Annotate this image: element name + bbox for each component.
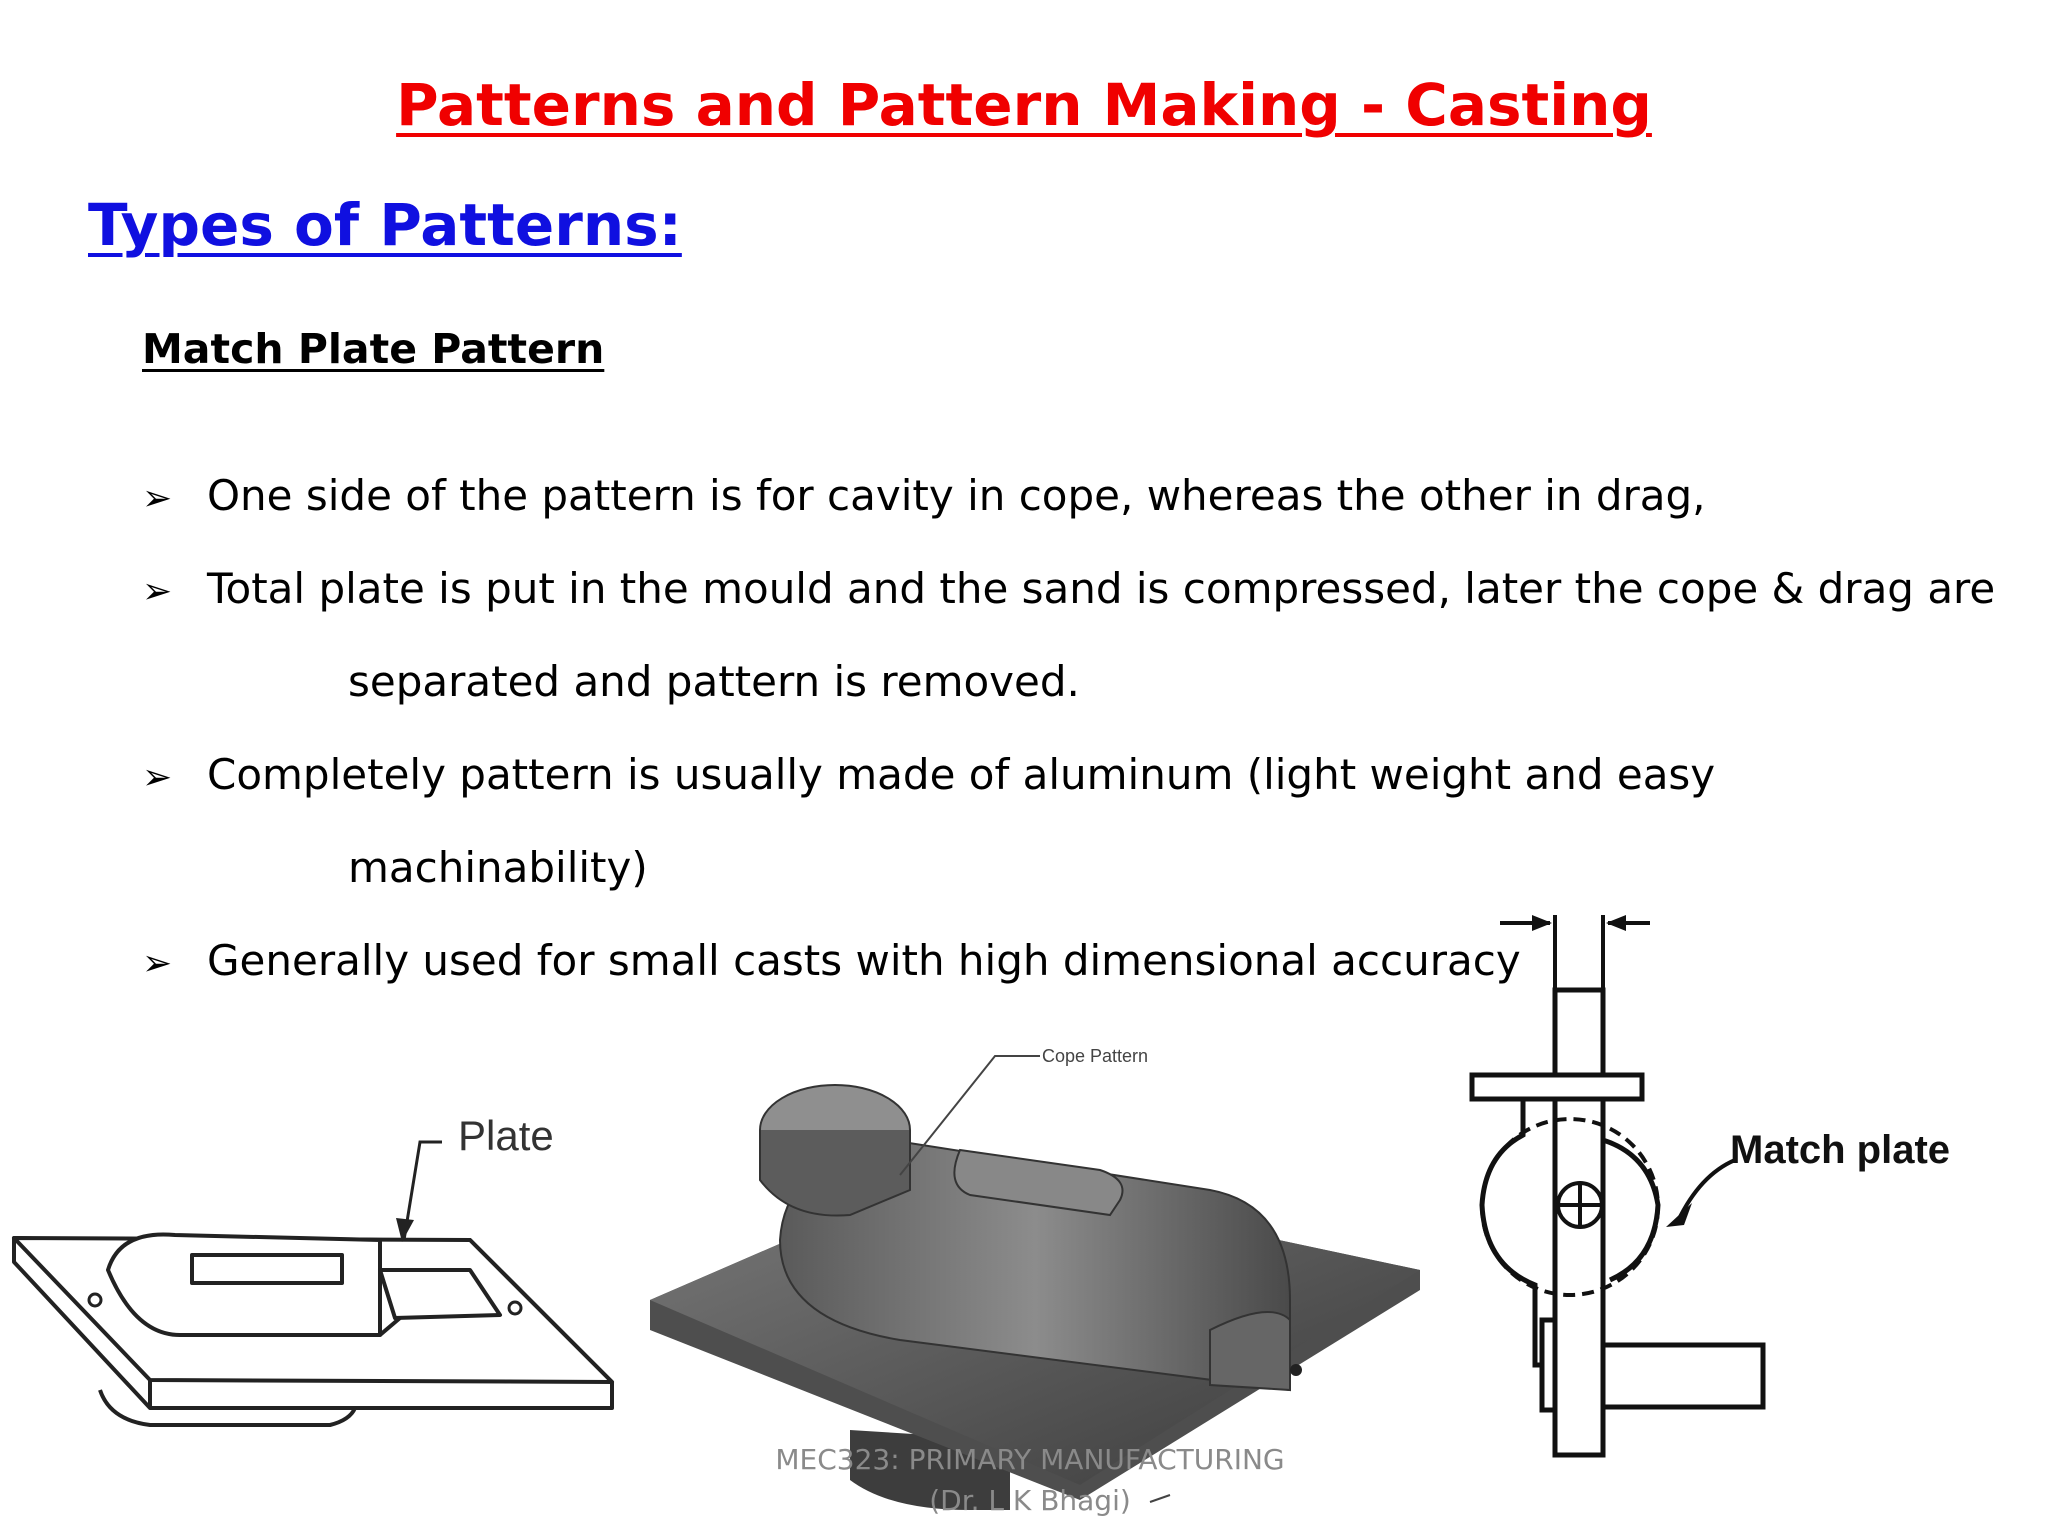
bullet-text: Generally used for small casts with high…: [207, 936, 1521, 985]
plate-label: Plate: [458, 1112, 554, 1159]
match-plate-drawing: Match plate: [1469, 915, 1950, 1458]
bullet-continuation: machinability): [348, 843, 648, 892]
bullet-continuation: separated and pattern is removed.: [348, 657, 1080, 706]
bullet-item: ➢ Total plate is put in the mould and the…: [142, 563, 1995, 618]
cope-pattern-label: Cope Pattern: [1042, 1046, 1148, 1066]
cope-pattern-drawing: Cope Pattern: [650, 1046, 1420, 1510]
bullet-item: ➢ Generally used for small casts with hig…: [142, 935, 1521, 990]
bullet-text: Total plate is put in the mould and the …: [207, 564, 1996, 613]
bullet-item: ➢ Completely pattern is usually made of a…: [142, 749, 1715, 804]
plate-pattern-drawing: Plate: [12, 1112, 614, 1427]
slide-title: Patterns and Pattern Making - Casting: [0, 70, 2048, 140]
match-plate-label: Match plate: [1730, 1128, 1950, 1172]
section-subtitle: Types of Patterns:: [88, 191, 682, 259]
bullet-text: Completely pattern is usually made of al…: [207, 750, 1716, 799]
bullet-arrow-icon: ➢: [142, 757, 173, 798]
bullet-text: One side of the pattern is for cavity in…: [207, 471, 1706, 520]
bullet-arrow-icon: ➢: [142, 943, 173, 984]
bullet-item: ➢ One side of the pattern is for cavity i…: [142, 470, 1706, 525]
footer-course: MEC323: PRIMARY MANUFACTURING: [775, 1443, 1285, 1476]
bullet-arrow-icon: ➢: [142, 571, 173, 612]
section-heading: Match Plate Pattern: [142, 325, 605, 373]
bullet-arrow-icon: ➢: [142, 478, 173, 519]
slide-title-text: Patterns and Pattern Making - Casting: [396, 71, 1652, 139]
footer-author: (Dr. L K Bhagi): [929, 1484, 1131, 1517]
